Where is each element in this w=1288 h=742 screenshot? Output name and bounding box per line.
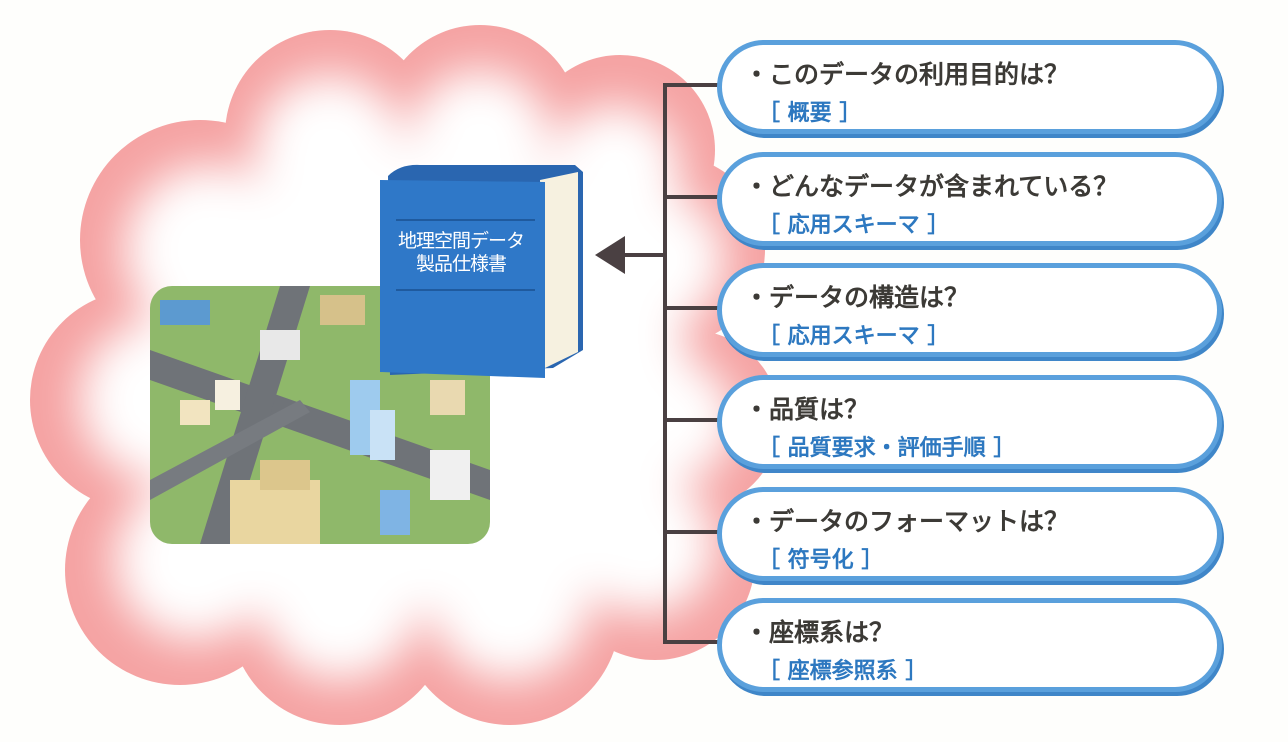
arrow-left-icon — [595, 236, 625, 274]
question-box-purpose: ・このデータの利用目的は？ ［ 概要 ］ — [717, 40, 1222, 134]
answer-text: ［ 品質要求・評価手順 ］ — [758, 436, 1016, 461]
book-icon — [380, 164, 583, 378]
question-text: ・どんなデータが含まれている？ — [744, 172, 1119, 201]
answer-text: ［ 座標参照系 ］ — [758, 659, 928, 684]
question-text: ・座標系は？ — [744, 618, 895, 647]
question-text: ・データのフォーマットは？ — [744, 507, 1070, 536]
question-box-contents: ・どんなデータが含まれている？ ［ 応用スキーマ ］ — [717, 152, 1222, 246]
book-title-line2: 製品仕様書 — [415, 253, 507, 275]
answer-text: ［ 符号化 ］ — [758, 548, 884, 573]
question-box-quality: ・品質は？ ［ 品質要求・評価手順 ］ — [717, 375, 1222, 469]
book-title: 地理空間データ 製品仕様書 — [386, 230, 536, 276]
question-box-format: ・データのフォーマットは？ ［ 符号化 ］ — [717, 487, 1222, 581]
question-box-structure: ・データの構造は？ ［ 応用スキーマ ］ — [717, 263, 1222, 357]
question-text: ・データの構造は？ — [744, 283, 970, 312]
answer-text: ［ 応用スキーマ ］ — [758, 213, 950, 238]
book-title-line1: 地理空間データ — [397, 230, 525, 252]
question-text: ・このデータの利用目的は？ — [744, 60, 1070, 89]
question-text: ・品質は？ — [744, 395, 870, 424]
answer-text: ［ 応用スキーマ ］ — [758, 324, 950, 349]
answer-text: ［ 概要 ］ — [758, 101, 862, 126]
question-box-crs: ・座標系は？ ［ 座標参照系 ］ — [717, 598, 1222, 692]
